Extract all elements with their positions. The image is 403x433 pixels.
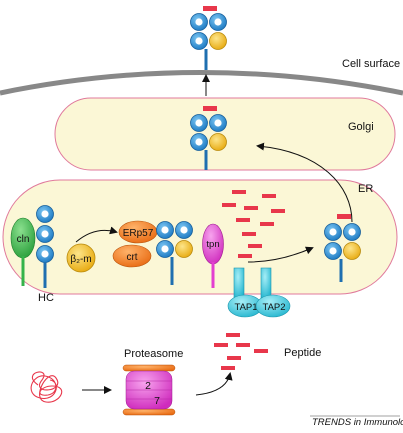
credit-label: TRENDS in Immunology xyxy=(312,417,403,428)
unfolded-protein xyxy=(30,371,63,403)
hc-label: HC xyxy=(38,292,54,304)
proteasome-label: Proteasome xyxy=(124,348,184,360)
crt-label: crt xyxy=(126,252,137,263)
tapasin xyxy=(202,223,224,288)
proteasome-subunit-bottom: 7 xyxy=(154,395,160,407)
arrow-er-to-golgi xyxy=(256,142,353,223)
golgi-compartment xyxy=(54,97,396,171)
er-compartment xyxy=(2,179,398,295)
calreticulin xyxy=(112,244,152,268)
arrow-complex-to-loaded-mhc xyxy=(247,246,314,263)
tap2-transporter xyxy=(255,267,291,318)
surface-mhc-molecule xyxy=(190,6,227,70)
heavy-chain-nascent xyxy=(36,205,54,288)
tap2-label: TAP2 xyxy=(262,302,285,313)
plasma-membrane xyxy=(0,70,403,96)
b2m-label: β₂-m xyxy=(70,254,91,265)
peptide-label: Peptide xyxy=(284,347,322,359)
calnexin xyxy=(10,217,36,286)
golgi-mhc-molecule xyxy=(190,106,227,170)
loaded-mhc-er xyxy=(324,214,361,282)
tap1-label: TAP1 xyxy=(234,302,257,313)
tapasin-label: tpn xyxy=(206,239,219,250)
arrow-proteasome-to-peptides xyxy=(195,372,233,396)
beta2-microglobulin xyxy=(66,243,96,273)
golgi-label: Golgi xyxy=(348,121,374,133)
er-label: ER xyxy=(358,183,374,195)
peptide-loading-mhc xyxy=(156,221,193,285)
proteasome xyxy=(122,364,176,416)
arrow-b2m-to-complex xyxy=(75,226,118,243)
calnexin-label: cln xyxy=(17,234,30,245)
erp57-label: ERp57 xyxy=(123,228,154,239)
cell-surface-label: Cell surface xyxy=(342,58,401,70)
cytosolic-peptides xyxy=(214,333,268,370)
er-peptides xyxy=(222,190,285,258)
proteasome-subunit-top: 2 xyxy=(145,380,151,392)
